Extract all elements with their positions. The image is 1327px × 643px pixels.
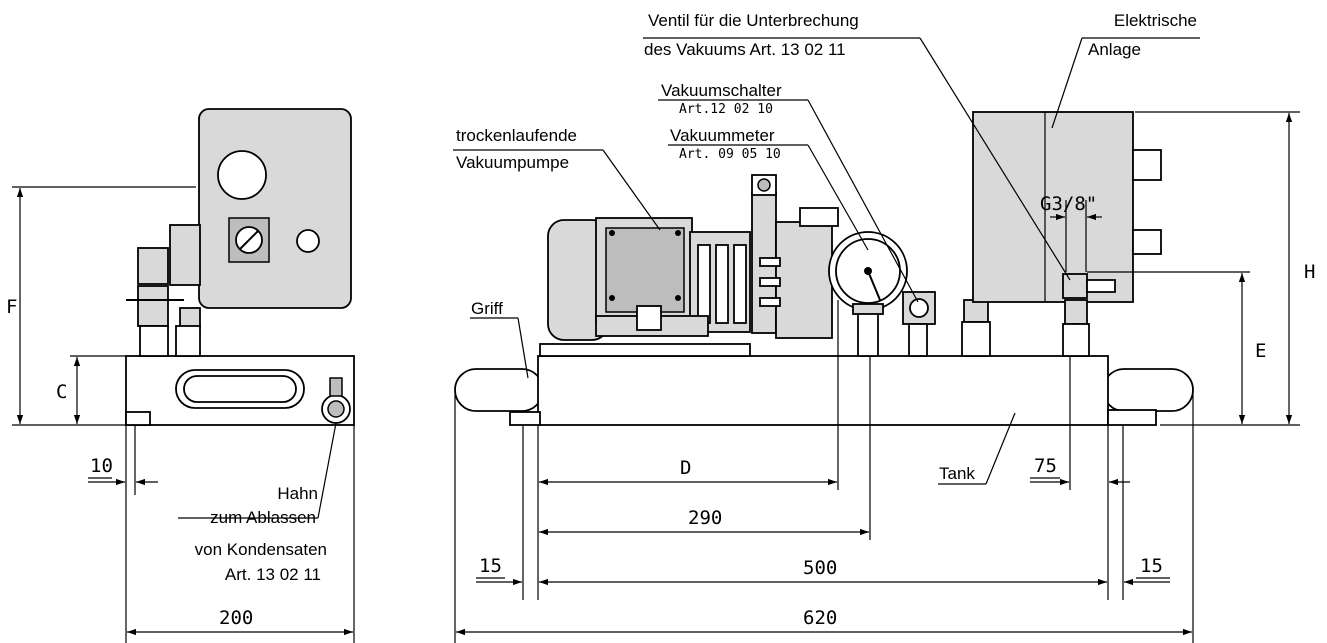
dim-H-label: H xyxy=(1304,261,1315,283)
dim-290-label: 290 xyxy=(688,507,722,529)
indicator-lamp-icon xyxy=(217,150,267,200)
front-tank xyxy=(537,355,1109,426)
ventil-label-line2: des Vakuums Art. 13 02 11 xyxy=(644,40,846,59)
right-handle xyxy=(1102,368,1194,412)
vakuumschalter-art: Art.12 02 10 xyxy=(679,102,773,117)
vakuummeter-label: Vakuummeter xyxy=(670,126,775,145)
front-electrical-box xyxy=(972,111,1134,303)
g38-label: G3/8" xyxy=(1040,193,1097,215)
pump-label-line2: Vakuumpumpe xyxy=(456,153,569,172)
left-handle xyxy=(454,368,544,412)
dim-15-right-label: 15 xyxy=(1140,555,1163,577)
pump-label-line1: trockenlaufende xyxy=(456,126,577,145)
hahn-line4: Art. 13 02 11 xyxy=(225,565,321,584)
dim-500-label: 500 xyxy=(803,557,837,579)
tank-label: Tank xyxy=(939,464,975,483)
vakuumschalter-label: Vakuumschalter xyxy=(661,81,782,100)
dim-D-label: D xyxy=(680,457,691,479)
dim-620-label: 620 xyxy=(803,607,837,629)
dim-C-label: C xyxy=(56,381,67,403)
dim-F-label: F xyxy=(6,296,17,318)
side-view: F C 10 200 Hahn zum Ablassen von Kondens… xyxy=(6,108,355,643)
dim-E-label: E xyxy=(1255,340,1266,362)
break-valve xyxy=(1062,273,1088,299)
ventil-label-line1: Ventil für die Unterbrechung xyxy=(648,11,859,30)
hahn-line3: von Kondensaten xyxy=(195,540,327,559)
dim-15-left-label: 15 xyxy=(479,555,502,577)
side-electrical-box xyxy=(198,108,352,309)
button-icon xyxy=(296,229,320,253)
griff-label: Griff xyxy=(471,299,503,318)
emergency-button xyxy=(1132,149,1162,181)
hahn-line2: zum Ablassen xyxy=(210,508,316,527)
dim-200-label: 200 xyxy=(219,607,253,629)
vakuummeter-art: Art. 09 05 10 xyxy=(679,147,781,162)
dim-10-label: 10 xyxy=(90,455,113,477)
hahn-line1: Hahn xyxy=(277,484,318,503)
dim-75-label: 75 xyxy=(1034,455,1057,477)
elektrische-label-line1: Elektrische xyxy=(1114,11,1197,30)
elektrische-label-line2: Anlage xyxy=(1088,40,1141,59)
front-view: Ventil für die Unterbrechung des Vakuums… xyxy=(453,11,1315,643)
